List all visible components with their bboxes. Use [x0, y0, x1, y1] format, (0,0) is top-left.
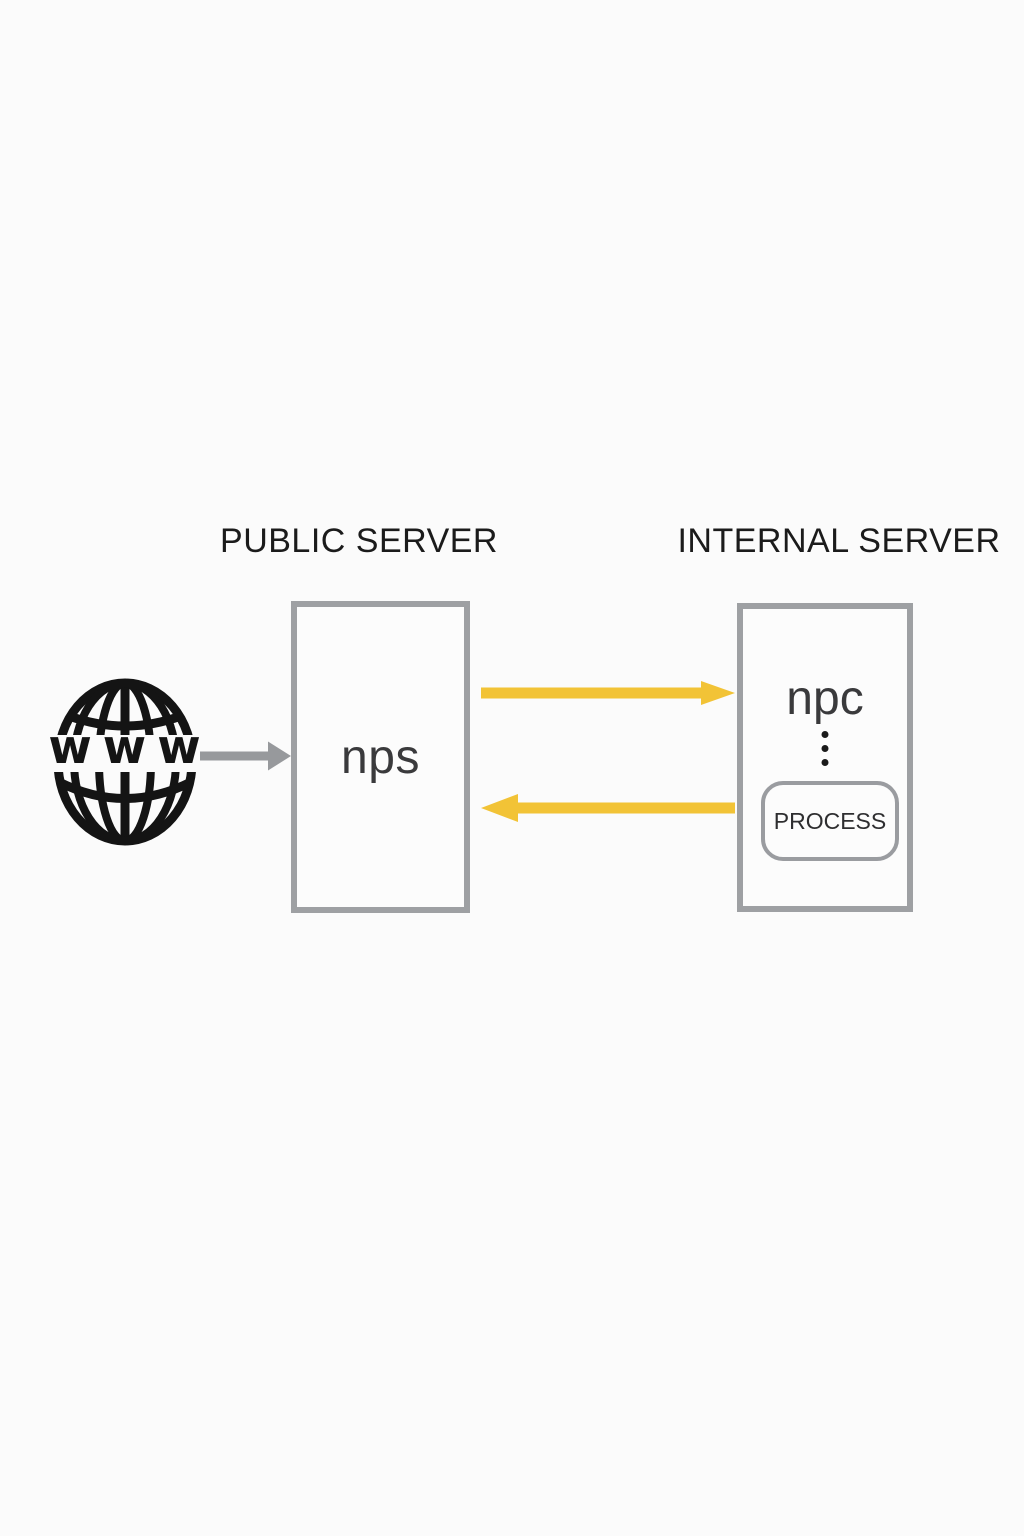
arrow-www-to-nps-icon [200, 741, 291, 771]
internal-server-box: npc PROCESS [737, 603, 913, 912]
process-box: PROCESS [761, 781, 899, 861]
vertical-ellipsis-icon [821, 731, 829, 766]
globe-band [48, 735, 200, 772]
ellipsis-dot [821, 759, 829, 766]
arrow-nps-to-npc-icon [481, 681, 735, 705]
www-globe-icon: www [48, 678, 200, 846]
npc-label: npc [786, 672, 864, 725]
globe-top-latitude [67, 711, 183, 731]
public-server-title: PUBLIC SERVER [220, 522, 498, 560]
internal-server-title: INTERNAL SERVER [677, 522, 1001, 560]
arrow-process-to-nps-icon [481, 794, 735, 822]
www-label: www [48, 720, 200, 775]
ellipsis-dot [821, 745, 829, 752]
globe-bottom-latitude [56, 777, 194, 803]
process-label: PROCESS [773, 807, 887, 834]
nps-label: nps [341, 730, 420, 784]
ellipsis-dot [821, 731, 829, 738]
public-server-box: nps [291, 601, 470, 913]
